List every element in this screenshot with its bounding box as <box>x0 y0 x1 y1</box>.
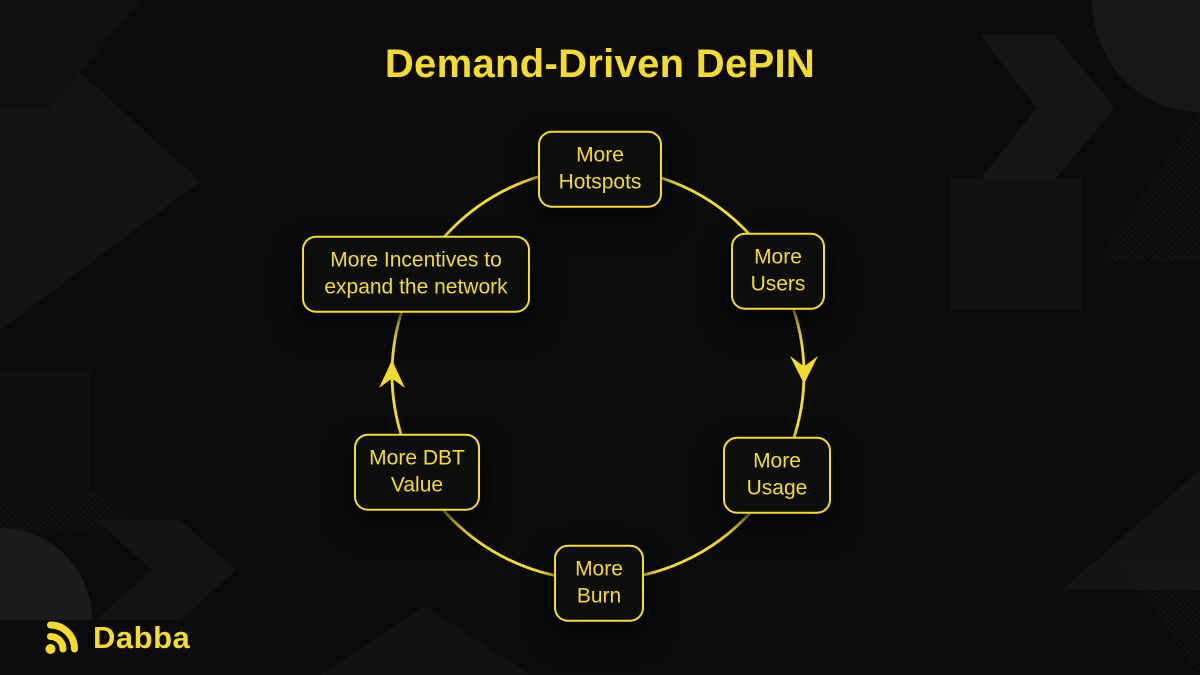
node-more-users: More Users <box>731 232 825 310</box>
node-more-dbt-value: More DBT Value <box>354 433 480 511</box>
arrow-up-icon <box>379 360 405 388</box>
node-more-usage: More Usage <box>723 436 831 514</box>
cycle-circle <box>390 166 806 582</box>
bg-square <box>0 370 90 500</box>
page-title: Demand-Driven DePIN <box>384 42 816 86</box>
brand-logo: Dabba <box>44 620 190 656</box>
bg-square <box>950 178 1082 310</box>
node-more-burn: More Burn <box>554 544 644 622</box>
node-more-hotspots: More Hotspots <box>538 130 662 208</box>
brand-name: Dabba <box>93 620 191 655</box>
arrow-down-icon <box>790 356 818 384</box>
wifi-signal-icon <box>45 621 78 654</box>
node-more-incentives: More Incentives to expand the network <box>302 235 530 313</box>
